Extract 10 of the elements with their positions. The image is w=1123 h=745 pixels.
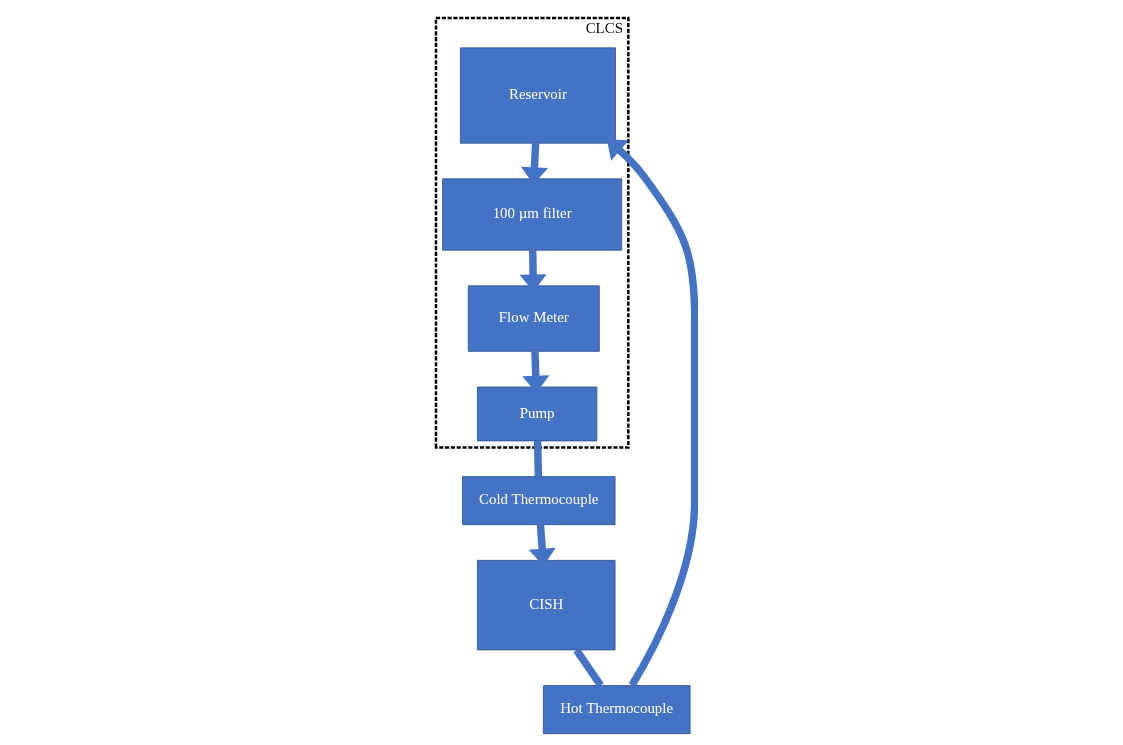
node-box: Pump [476,386,597,442]
node-box: Reservoir [459,47,616,144]
node-box: Flow Meter [467,285,600,352]
node-box: Cold Thermocouple [461,476,615,526]
connector [533,440,542,477]
arrow [606,139,698,688]
node-box: Hot Thermocouple [542,685,691,735]
node-box: CISH [476,559,615,651]
node-box: 100 µm filter [441,178,622,251]
connector [572,648,604,688]
